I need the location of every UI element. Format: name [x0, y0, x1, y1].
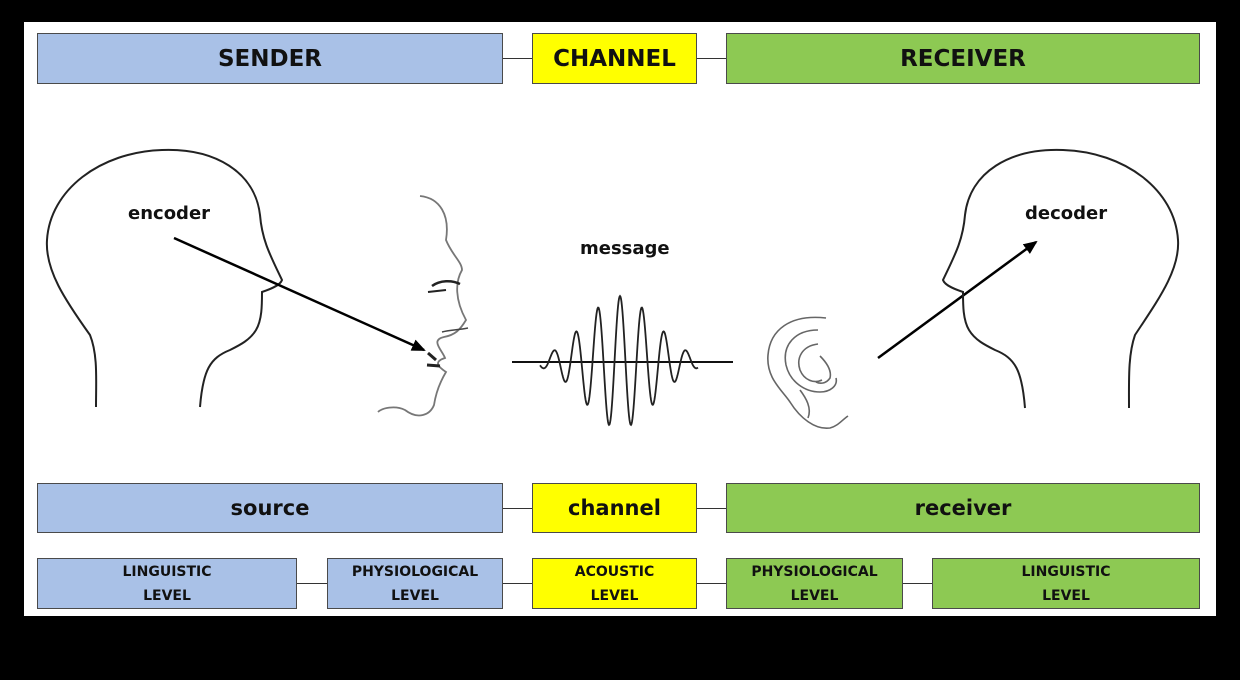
- channel-box: channel: [532, 483, 697, 533]
- level-line-1: LINGUISTIC: [1021, 563, 1111, 580]
- receiver-header: RECEIVER: [726, 33, 1200, 84]
- receiver-head-icon: [941, 148, 1180, 409]
- connector-line: [503, 58, 532, 59]
- level-line-1: PHYSIOLOGICAL: [751, 563, 878, 580]
- mouth-profile-icon: [377, 195, 469, 417]
- level-line-2: LEVEL: [1042, 587, 1090, 604]
- connector-line: [297, 583, 327, 584]
- level-line-1: ACOUSTIC: [574, 563, 655, 580]
- connector-line: [503, 583, 532, 584]
- connector-line: [697, 583, 726, 584]
- message-label: message: [580, 238, 670, 259]
- level-line-2: LEVEL: [590, 587, 639, 604]
- sender-linguistic-level: LINGUISTIC LEVEL: [37, 558, 297, 609]
- sender-header: SENDER: [37, 33, 503, 84]
- sound-wave-icon: [512, 294, 733, 427]
- sender-physiological-level: PHYSIOLOGICAL LEVEL: [327, 558, 503, 609]
- level-line-2: LEVEL: [391, 587, 439, 604]
- channel-header: CHANNEL: [532, 33, 697, 84]
- connector-line: [503, 508, 532, 509]
- sender-head-icon: [45, 148, 284, 408]
- ear-icon: [767, 316, 849, 429]
- receiver-linguistic-level: LINGUISTIC LEVEL: [932, 558, 1200, 609]
- decoder-arrow: [877, 240, 1038, 360]
- connector-line: [697, 508, 726, 509]
- level-line-1: PHYSIOLOGICAL: [351, 563, 479, 580]
- receiver-physiological-level: PHYSIOLOGICAL LEVEL: [726, 558, 903, 609]
- receiver-box: receiver: [726, 483, 1200, 533]
- connector-line: [697, 58, 726, 59]
- level-line-1: LINGUISTIC: [122, 563, 212, 580]
- encoder-label: encoder: [128, 203, 211, 224]
- level-line-2: LEVEL: [790, 587, 839, 604]
- acoustic-level: ACOUSTIC LEVEL: [532, 558, 697, 609]
- connector-line: [903, 583, 932, 584]
- decoder-label: decoder: [1025, 203, 1108, 224]
- source-box: source: [37, 483, 503, 533]
- encoder-arrow: [173, 236, 426, 352]
- level-line-2: LEVEL: [143, 587, 191, 604]
